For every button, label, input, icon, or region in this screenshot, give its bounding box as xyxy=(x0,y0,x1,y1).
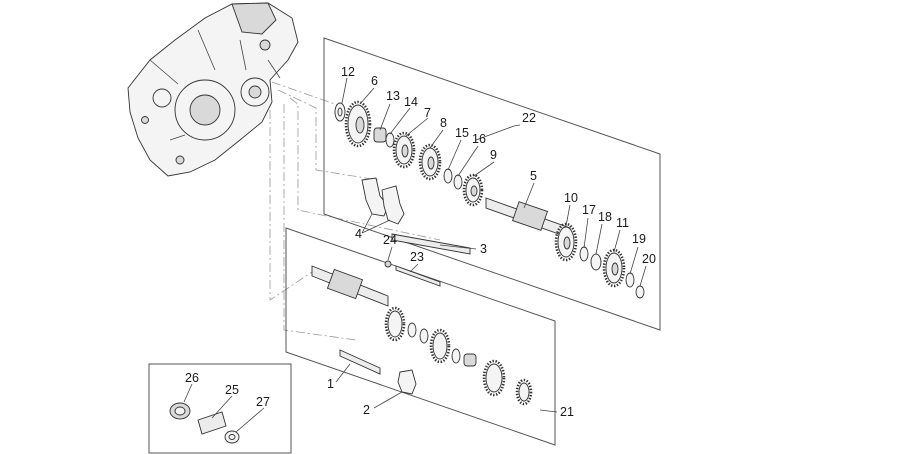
label-12: 12 xyxy=(341,65,355,79)
group-22-frame xyxy=(323,37,661,331)
label-3: 3 xyxy=(480,242,487,256)
group-bearing-frame xyxy=(148,363,292,454)
label-27: 27 xyxy=(256,395,270,409)
label-19: 19 xyxy=(632,232,646,246)
part-labels: 12 6 13 14 7 8 15 16 9 22 5 10 17 18 11 … xyxy=(185,65,656,419)
upper-shaft-parts xyxy=(334,100,645,299)
label-11: 11 xyxy=(616,216,629,230)
label-26: 26 xyxy=(185,371,199,385)
fork-rod-upper xyxy=(391,233,471,255)
crankcase-drawing xyxy=(127,2,299,177)
group-21-frame xyxy=(285,227,556,446)
label-14: 14 xyxy=(404,95,418,109)
leader-lines xyxy=(183,77,647,433)
bearing-parts xyxy=(169,402,240,444)
label-5: 5 xyxy=(530,169,537,183)
label-7: 7 xyxy=(424,106,431,120)
label-1: 1 xyxy=(327,377,334,391)
label-17: 17 xyxy=(582,203,596,217)
label-6: 6 xyxy=(371,74,378,88)
label-23: 23 xyxy=(410,250,424,264)
label-18: 18 xyxy=(598,210,612,224)
shift-forks xyxy=(361,177,405,225)
label-10: 10 xyxy=(564,191,578,205)
label-13: 13 xyxy=(386,89,400,103)
pin xyxy=(384,260,392,268)
label-20: 20 xyxy=(642,252,656,266)
label-9: 9 xyxy=(490,148,497,162)
label-2: 2 xyxy=(363,403,370,417)
label-25: 25 xyxy=(225,383,239,397)
label-15: 15 xyxy=(455,126,469,140)
label-21: 21 xyxy=(560,405,574,419)
shift-shaft xyxy=(395,265,441,287)
label-4: 4 xyxy=(355,227,362,241)
label-8: 8 xyxy=(440,116,447,130)
lower-shaft-parts xyxy=(311,265,533,406)
label-16: 16 xyxy=(472,132,486,146)
label-24: 24 xyxy=(383,233,397,247)
label-22: 22 xyxy=(522,111,536,125)
